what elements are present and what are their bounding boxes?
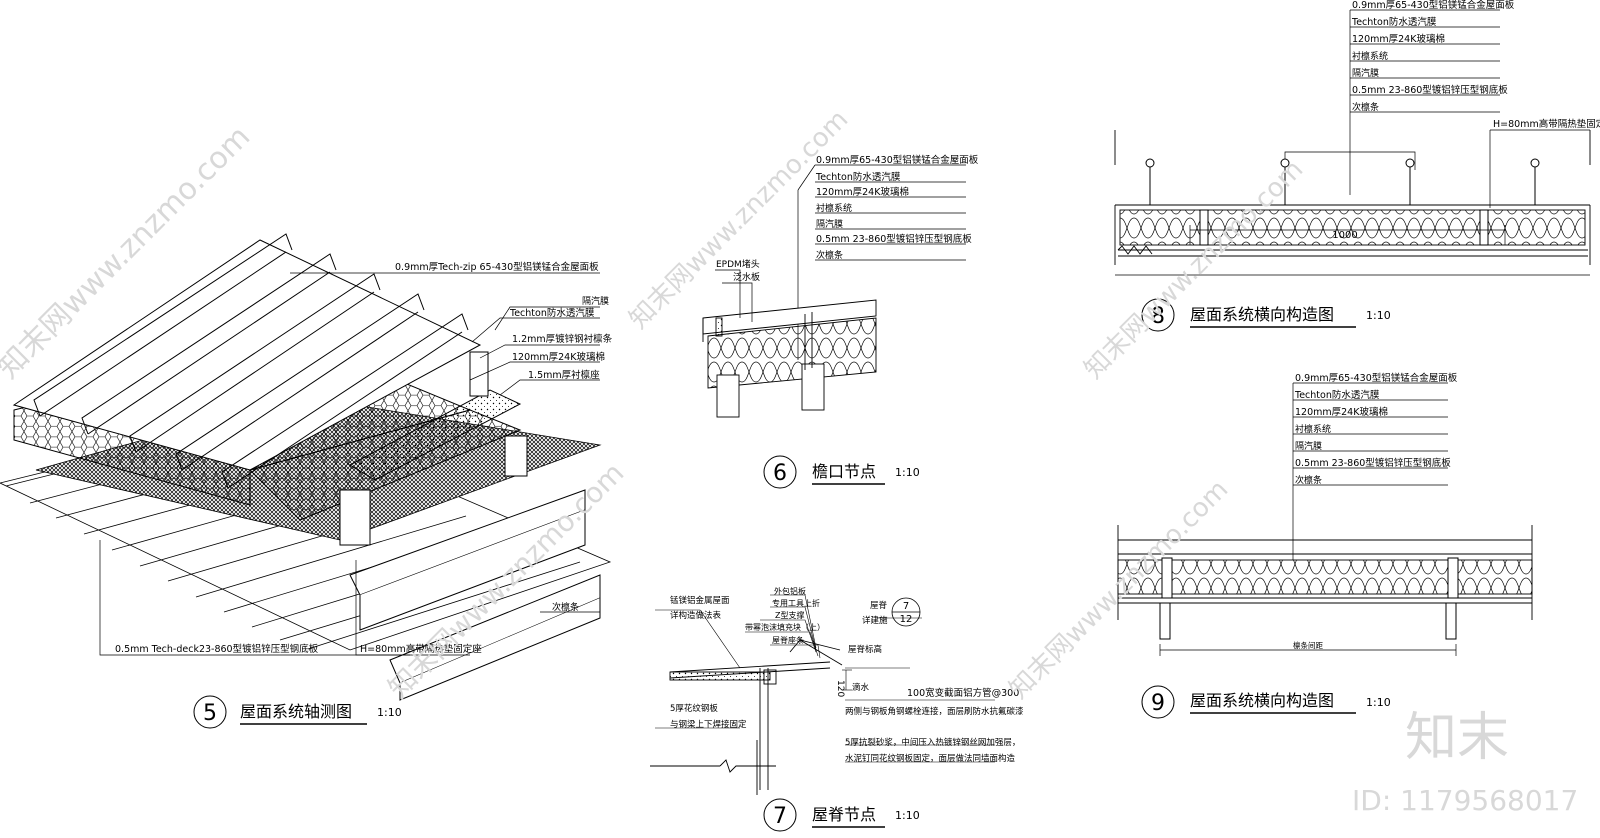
d7-ridge-ref-top: 7 (903, 601, 909, 612)
detail-number-6: 6 (773, 461, 787, 486)
d8-layer-2: Techton防水透汽膜 (1351, 16, 1437, 28)
watermark-logo: 知末 (1405, 708, 1509, 768)
d8-layer-6: 0.5mm 23-860型镀铝锌压型钢底板 (1352, 84, 1508, 96)
roof-panel-graphic (12, 233, 482, 489)
d7-left-label-1: 锰镁铝金属屋面 (670, 595, 730, 606)
scale-6: 1:10 (895, 466, 920, 479)
secondary-purlin-graphic (349, 489, 601, 701)
d9-dim: 檩条间距 (1293, 640, 1323, 650)
d7-ridge-ref-bottom: 12 (900, 614, 913, 625)
d7-ridge-label-2: 详建施 (862, 615, 888, 626)
d9-layer-4: 衬檩系统 (1295, 423, 1331, 435)
detail-number-5: 5 (203, 701, 217, 726)
d7-ridge-label-1: 屋脊 (870, 600, 888, 611)
label-techton: Techton防水透汽膜 (509, 307, 595, 319)
title-8: 屋面系统横向构造图 (1190, 305, 1334, 324)
d8-dim-1000: 1000 (1332, 230, 1357, 241)
d8-layer-3: 120mm厚24K玻璃棉 (1352, 33, 1445, 45)
d7-top-label-2: 专用工具上折 (772, 598, 820, 608)
d7-ridge-height: 屋脊标高 (848, 644, 882, 655)
d7-drip: 滴水 (852, 682, 870, 693)
label-support: H=80mm高带隔热垫固定座 (360, 643, 482, 655)
detail-number-circle-6 (763, 455, 797, 489)
d9-layer-1: 0.9mm厚65-430型铝镁锰合金屋面板 (1295, 372, 1458, 384)
scale-5: 1:10 (377, 706, 402, 719)
label-wool: 120mm厚24K玻璃棉 (512, 351, 605, 363)
detail-number-9: 9 (1151, 691, 1165, 716)
scale-9: 1:10 (1366, 696, 1391, 709)
label-top-panel: 0.9mm厚Tech-zip 65-430型铝镁锰合金屋面板 (395, 261, 599, 273)
label-seat: 1.5mm厚衬檩座 (528, 369, 600, 381)
d9-layer-6: 0.5mm 23-860型镀铝锌压型钢底板 (1295, 457, 1451, 469)
d6-layer-6: 0.5mm 23-860型镀铝锌压型钢底板 (816, 233, 972, 245)
d7-top-label-5: 屋脊座条 (772, 635, 804, 645)
label-vapor: 隔汽膜 (582, 295, 609, 307)
d6-layer-3: 120mm厚24K玻璃棉 (816, 186, 909, 198)
d6-layer-2: Techton防水透汽膜 (815, 171, 901, 183)
drawing-8-cross-section: 0.9mm厚65-430型铝镁锰合金屋面板 Techton防水透汽膜 120mm… (1114, 0, 1600, 332)
d7-left-label-2: 详构造做法表 (670, 610, 722, 621)
drawing-7-ridge-node: 锰镁铝金属屋面 详构造做法表 外包铝板 专用工具上折 Z型支撑 带幂泡沫填充块（… (650, 586, 1024, 832)
d8-side-label: H=80mm高带隔热垫固定座 (1493, 118, 1600, 130)
label-secondary: 次檩条 (552, 601, 579, 613)
d7-bottom-left-1: 5厚花纹钢板 (670, 703, 718, 714)
title-7: 屋脊节点 (812, 805, 876, 824)
watermark-id: ID: 1179568017 (1352, 784, 1578, 817)
d6-label-flash: 泛水板 (733, 271, 760, 283)
d6-label-epdm: EPDM堵头 (716, 258, 760, 270)
d7-top-label-3: Z型支撑 (775, 610, 804, 620)
title-9: 屋面系统横向构造图 (1190, 691, 1334, 710)
d7-note-3: 5厚抗裂砂浆，中间压入热镀锌钢丝网加强层， (845, 737, 1020, 748)
detail-number-circle-8 (1141, 298, 1175, 332)
detail-number-circle-7 (763, 798, 797, 832)
title-5: 屋面系统轴测图 (240, 702, 352, 721)
watermark-text-4: 知末网www.znzmo.com (1079, 154, 1310, 385)
drawing-9-cross-section: 0.9mm厚65-430型铝镁锰合金屋面板 Techton防水透汽膜 120mm… (1117, 372, 1533, 719)
d7-note-2: 两侧与钢板角钢螺栓连接，面层刷防水抗氟碳漆 (845, 706, 1024, 717)
drawing-6-eave-node: 0.9mm厚65-430型铝镁锰合金屋面板 Techton防水透汽膜 120mm… (702, 154, 979, 489)
label-purlin: 1.2mm厚镀锌钢衬檩条 (512, 333, 613, 345)
d7-bottom-left-2: 与钢梁上下焊接固定 (670, 719, 747, 730)
d7-dim-120: 120 (835, 680, 845, 697)
d9-layer-2: Techton防水透汽膜 (1294, 389, 1380, 401)
d8-layer-4: 衬檩系统 (1352, 50, 1388, 62)
d8-layer-5: 隔汽膜 (1352, 67, 1379, 79)
detail-number-circle-9 (1141, 685, 1175, 719)
d8-layer-1: 0.9mm厚65-430型铝镁锰合金屋面板 (1352, 0, 1515, 11)
detail-number-8: 8 (1151, 304, 1165, 329)
d6-layer-1: 0.9mm厚65-430型铝镁锰合金屋面板 (816, 154, 979, 166)
detail-number-7: 7 (773, 804, 787, 829)
title-6: 檐口节点 (812, 462, 876, 481)
d7-top-label-1: 外包铝板 (774, 586, 806, 596)
d9-layer-3: 120mm厚24K玻璃棉 (1295, 406, 1388, 418)
scale-7: 1:10 (895, 809, 920, 822)
scale-8: 1:10 (1366, 309, 1391, 322)
d9-layer-7: 次檩条 (1295, 474, 1322, 486)
d6-layer-7: 次檩条 (816, 249, 843, 261)
d7-note-1: 100宽变截面铝方管@300 (907, 687, 1019, 699)
label-deck: 0.5mm Tech-deck23-860型镀铝锌压型钢底板 (115, 643, 319, 655)
d6-layer-5: 隔汽膜 (816, 218, 843, 230)
drawing-5-axonometric: 0.9mm厚Tech-zip 65-430型铝镁锰合金屋面板 隔汽膜 Techt… (0, 233, 613, 729)
d7-top-label-4: 带幂泡沫填充块（上） (745, 622, 825, 632)
d6-layer-4: 衬檩系统 (816, 202, 852, 214)
d9-layer-5: 隔汽膜 (1295, 440, 1322, 452)
detail-number-circle-5 (193, 695, 227, 729)
d8-layer-7: 次檩条 (1352, 101, 1379, 113)
d7-note-4: 水泥钉同花纹钢板固定，面层做法同墙面构造 (845, 753, 1016, 764)
